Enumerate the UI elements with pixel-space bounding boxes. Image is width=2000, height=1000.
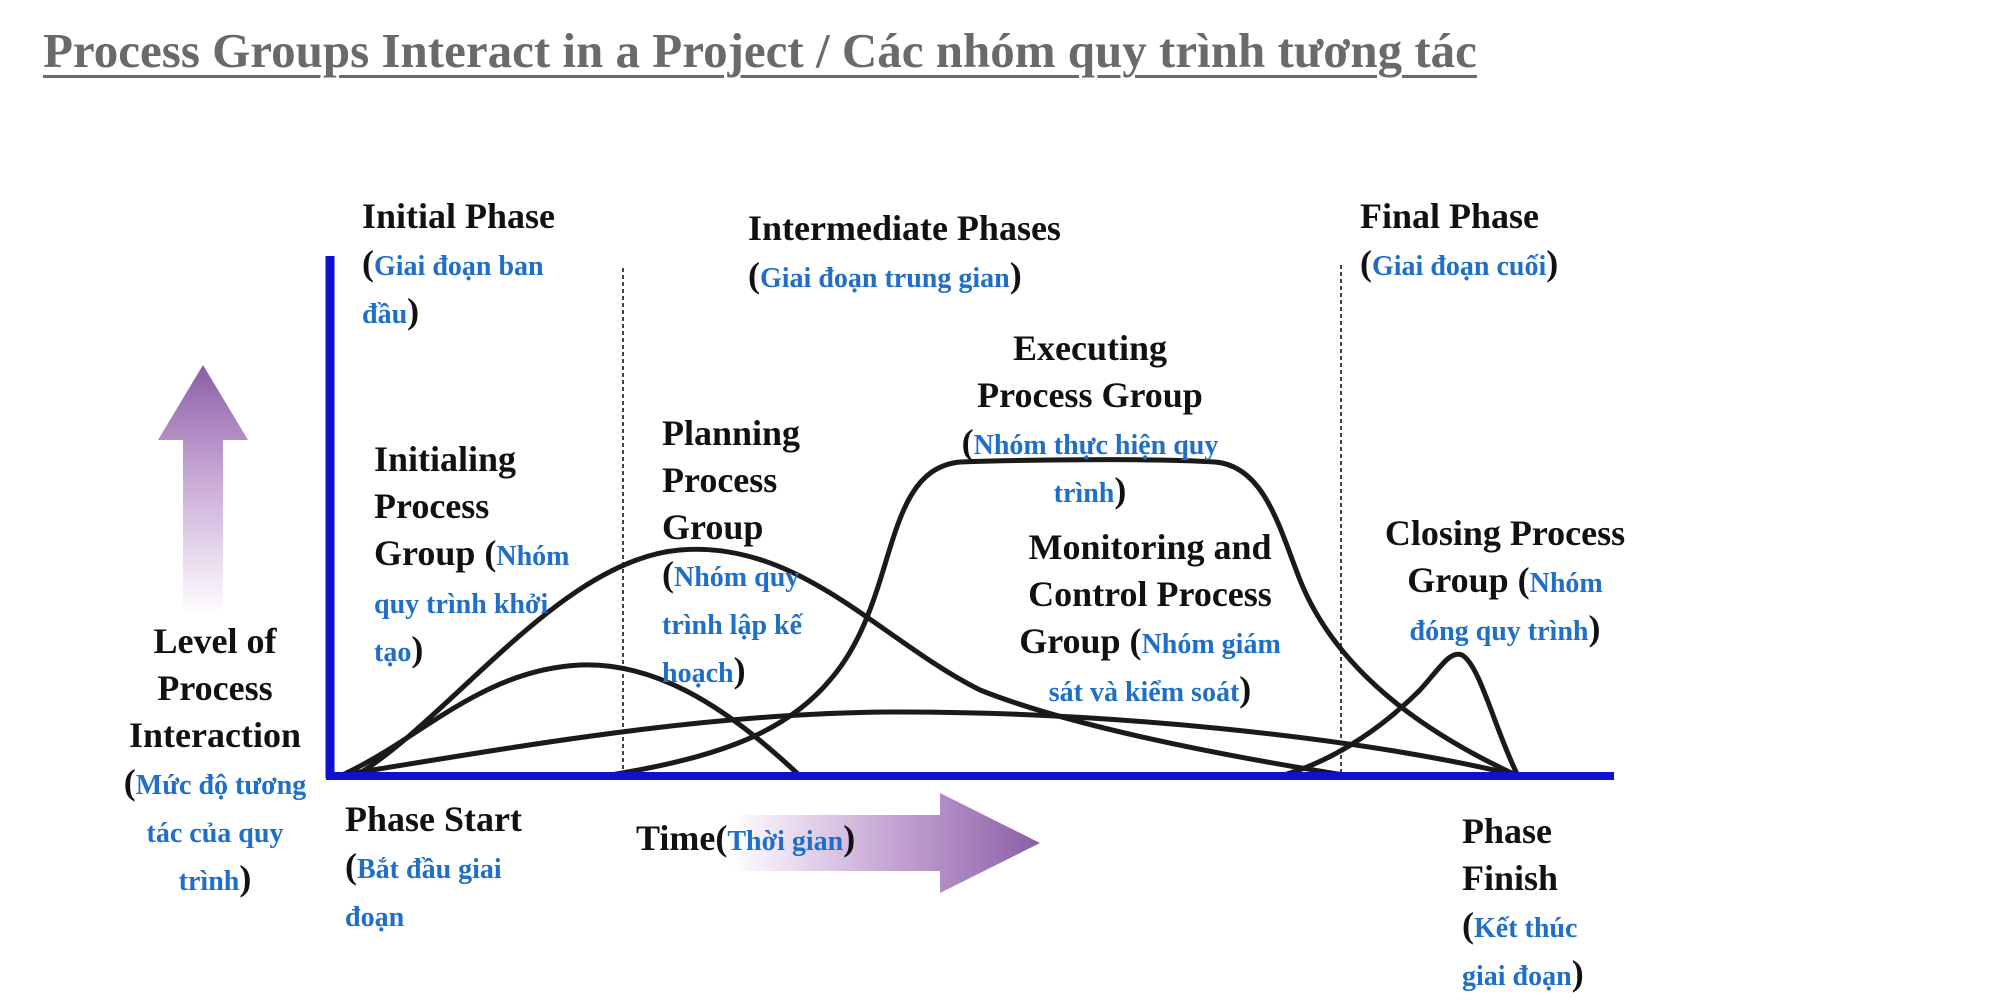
initial-phase-label: Initial Phase (Giai đoạn ban đầu) — [362, 196, 556, 331]
x-axis-label: Time(Thời gian) — [636, 818, 856, 858]
page-title: Process Groups Interact in a Project / C… — [43, 23, 1477, 78]
executing-curve — [604, 457, 1520, 779]
monitoring-group-label: Monitoring and Control Process Group (Nh… — [1019, 527, 1281, 709]
time-arrow-icon — [730, 793, 1040, 893]
monitoring-curve — [334, 709, 1521, 779]
planning-curve — [353, 546, 1351, 779]
phase-finish-label: Phase Finish (Kết thúc giai đoạn) — [1462, 811, 1584, 993]
level-arrow-icon — [158, 365, 248, 615]
planning-group-label: Planning Process Group (Nhóm quy trình l… — [662, 413, 803, 690]
phase-start-label: Phase Start (Bắt đầu giai đoạn — [345, 799, 522, 933]
final-phase-label: Final Phase (Giai đoạn cuối) — [1360, 196, 1559, 283]
initiating-group-label: Initialing Process Group (Nhóm quy trình… — [374, 439, 570, 669]
closing-group-label: Closing Process Group (Nhóm đóng quy trì… — [1384, 513, 1626, 648]
y-axis-label: Level of Process Interaction (Mức độ tươ… — [123, 621, 307, 898]
executing-group-label: Executing Process Group (Nhóm thực hiện … — [961, 328, 1219, 510]
closing-curve — [1279, 651, 1521, 779]
intermediate-phase-label: Intermediate Phases (Giai đoạn trung gia… — [748, 208, 1061, 295]
